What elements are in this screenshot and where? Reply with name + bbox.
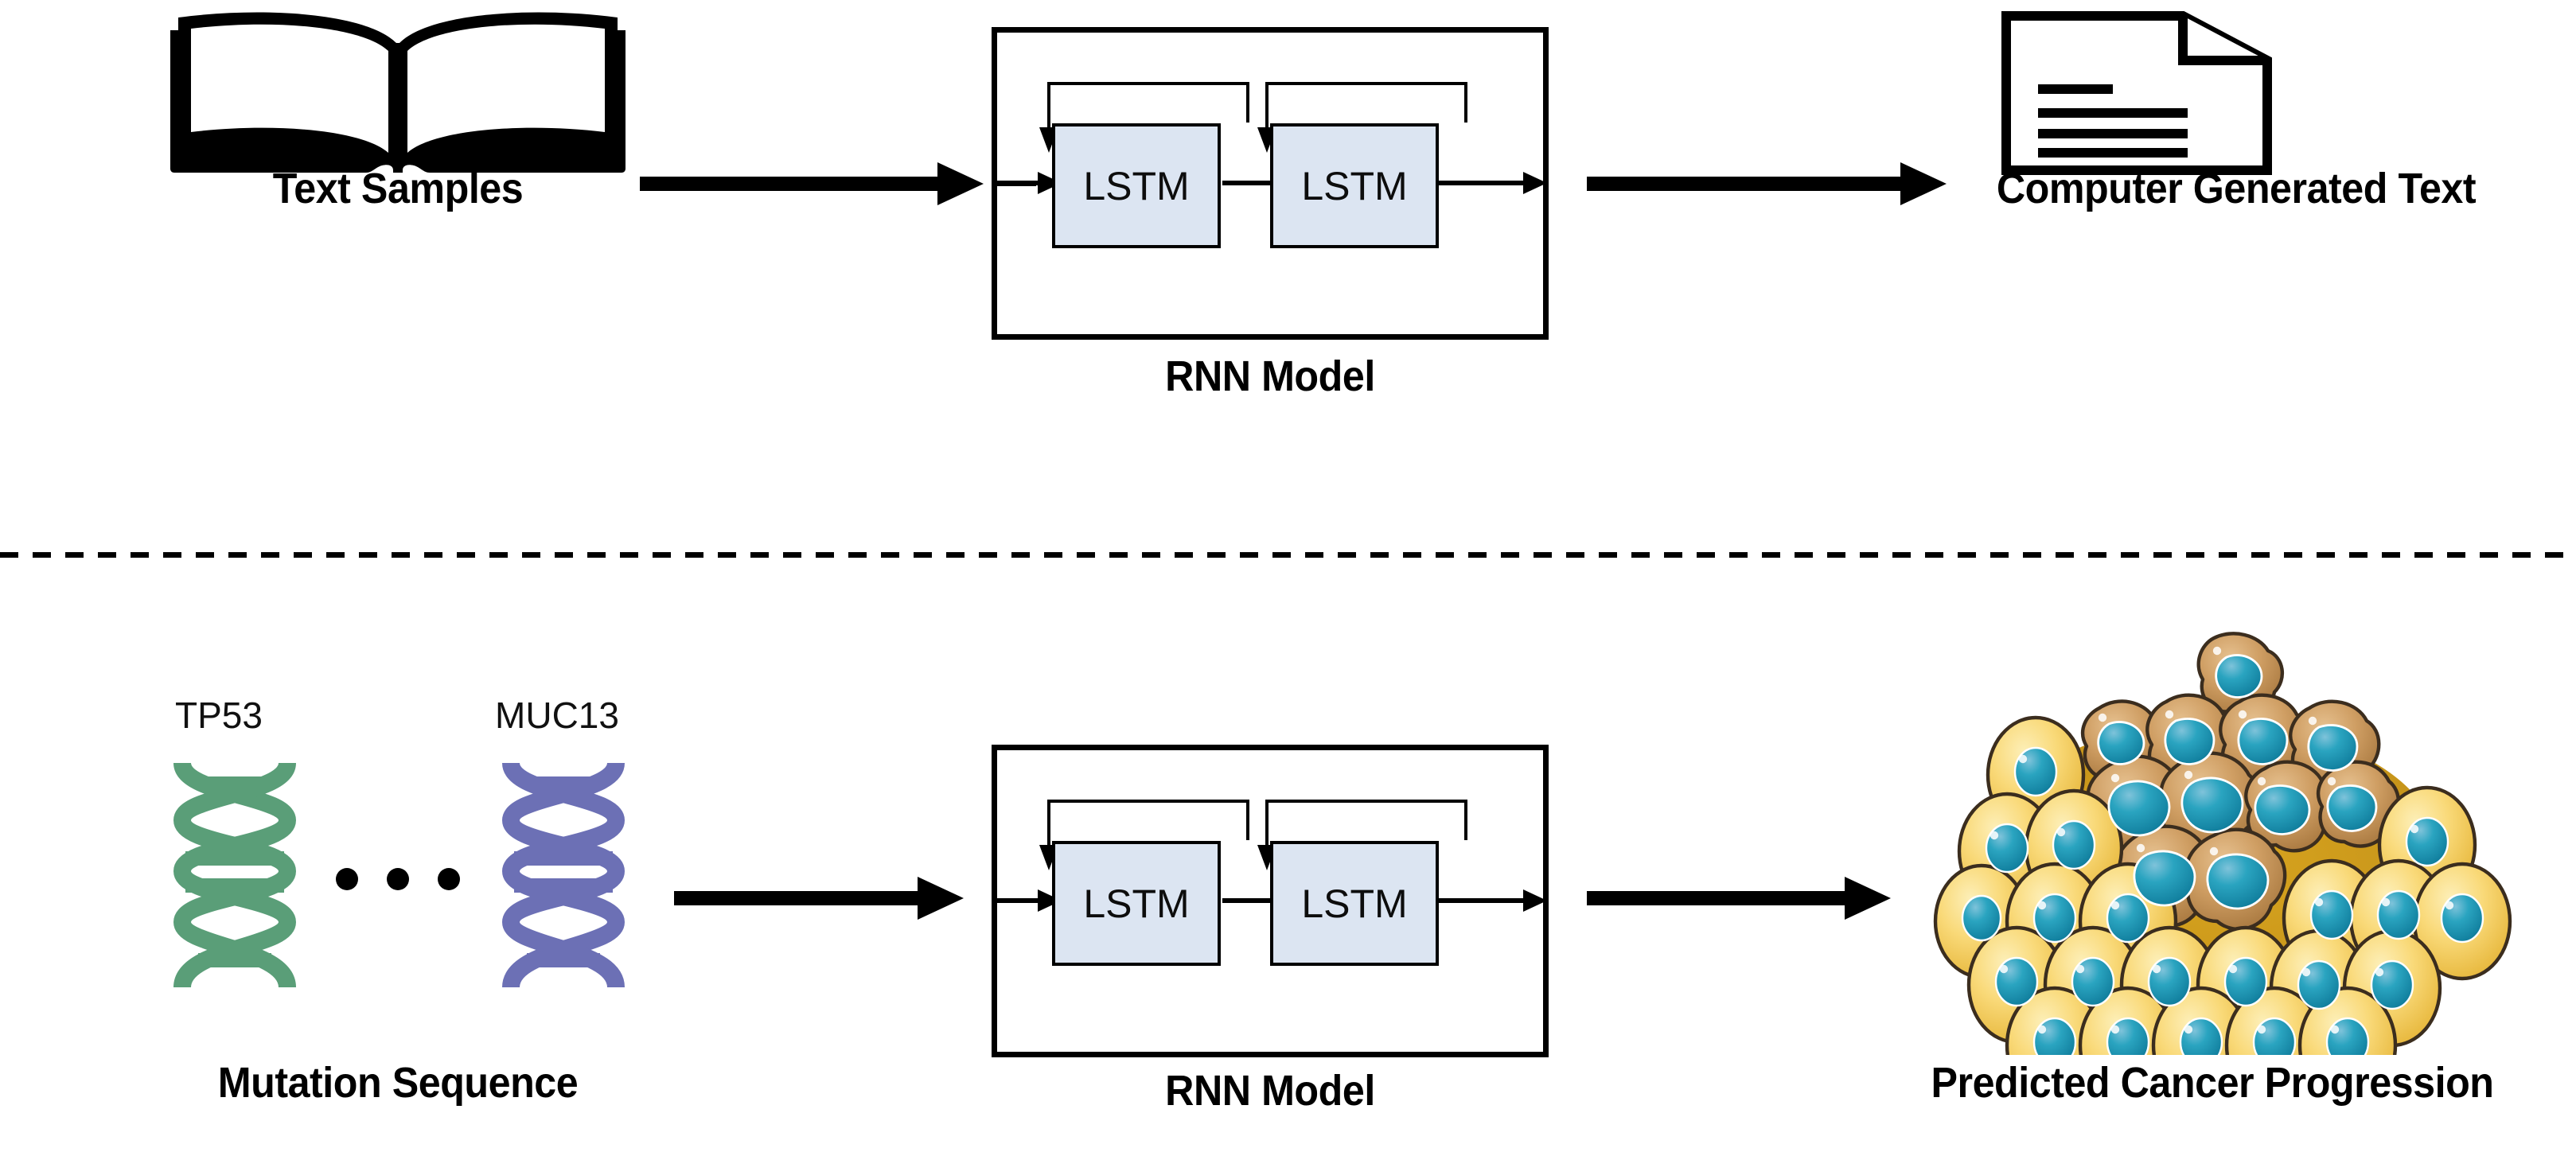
lstm-cell-1-text: LSTM [1052, 123, 1221, 248]
document-icon [2001, 11, 2280, 175]
lstm-cell-2-genomics-label: LSTM [1301, 881, 1408, 926]
text-samples-caption: Text Samples [272, 165, 524, 212]
lstm-cell-1-genomics: LSTM [1052, 841, 1221, 966]
lstm-cell-2-genomics: LSTM [1270, 841, 1439, 966]
arrow-model-to-document [1584, 159, 1950, 208]
lstm-cell-1-text-label: LSTM [1083, 163, 1190, 208]
arrow-mutation-to-model [672, 874, 967, 923]
cancer-cell-cluster-icon [1902, 609, 2539, 1055]
dna-helix-icon-muc13 [492, 760, 635, 990]
rnn-model-caption-genomics: RNN Model [1165, 1067, 1375, 1115]
open-book-icon [167, 8, 629, 175]
computer-generated-text-caption: Computer Generated Text [1996, 165, 2477, 212]
mutation-sequence-caption: Mutation Sequence [217, 1059, 579, 1107]
section-divider [0, 552, 2576, 558]
dna-helix-icon-tp53 [163, 760, 306, 990]
lstm-cell-1-genomics-label: LSTM [1083, 881, 1190, 926]
lstm-cell-2-text: LSTM [1270, 123, 1439, 248]
ellipsis-dots [334, 863, 462, 895]
predicted-cancer-progression-caption: Predicted Cancer Progression [1931, 1059, 2494, 1107]
rnn-model-caption-text: RNN Model [1165, 352, 1375, 400]
gene-label-muc13: MUC13 [495, 695, 619, 736]
arrow-text-to-model [637, 159, 987, 208]
lstm-cell-2-text-label: LSTM [1301, 163, 1408, 208]
arrow-model-to-cells [1584, 874, 1894, 923]
gene-label-tp53: TP53 [175, 695, 263, 736]
